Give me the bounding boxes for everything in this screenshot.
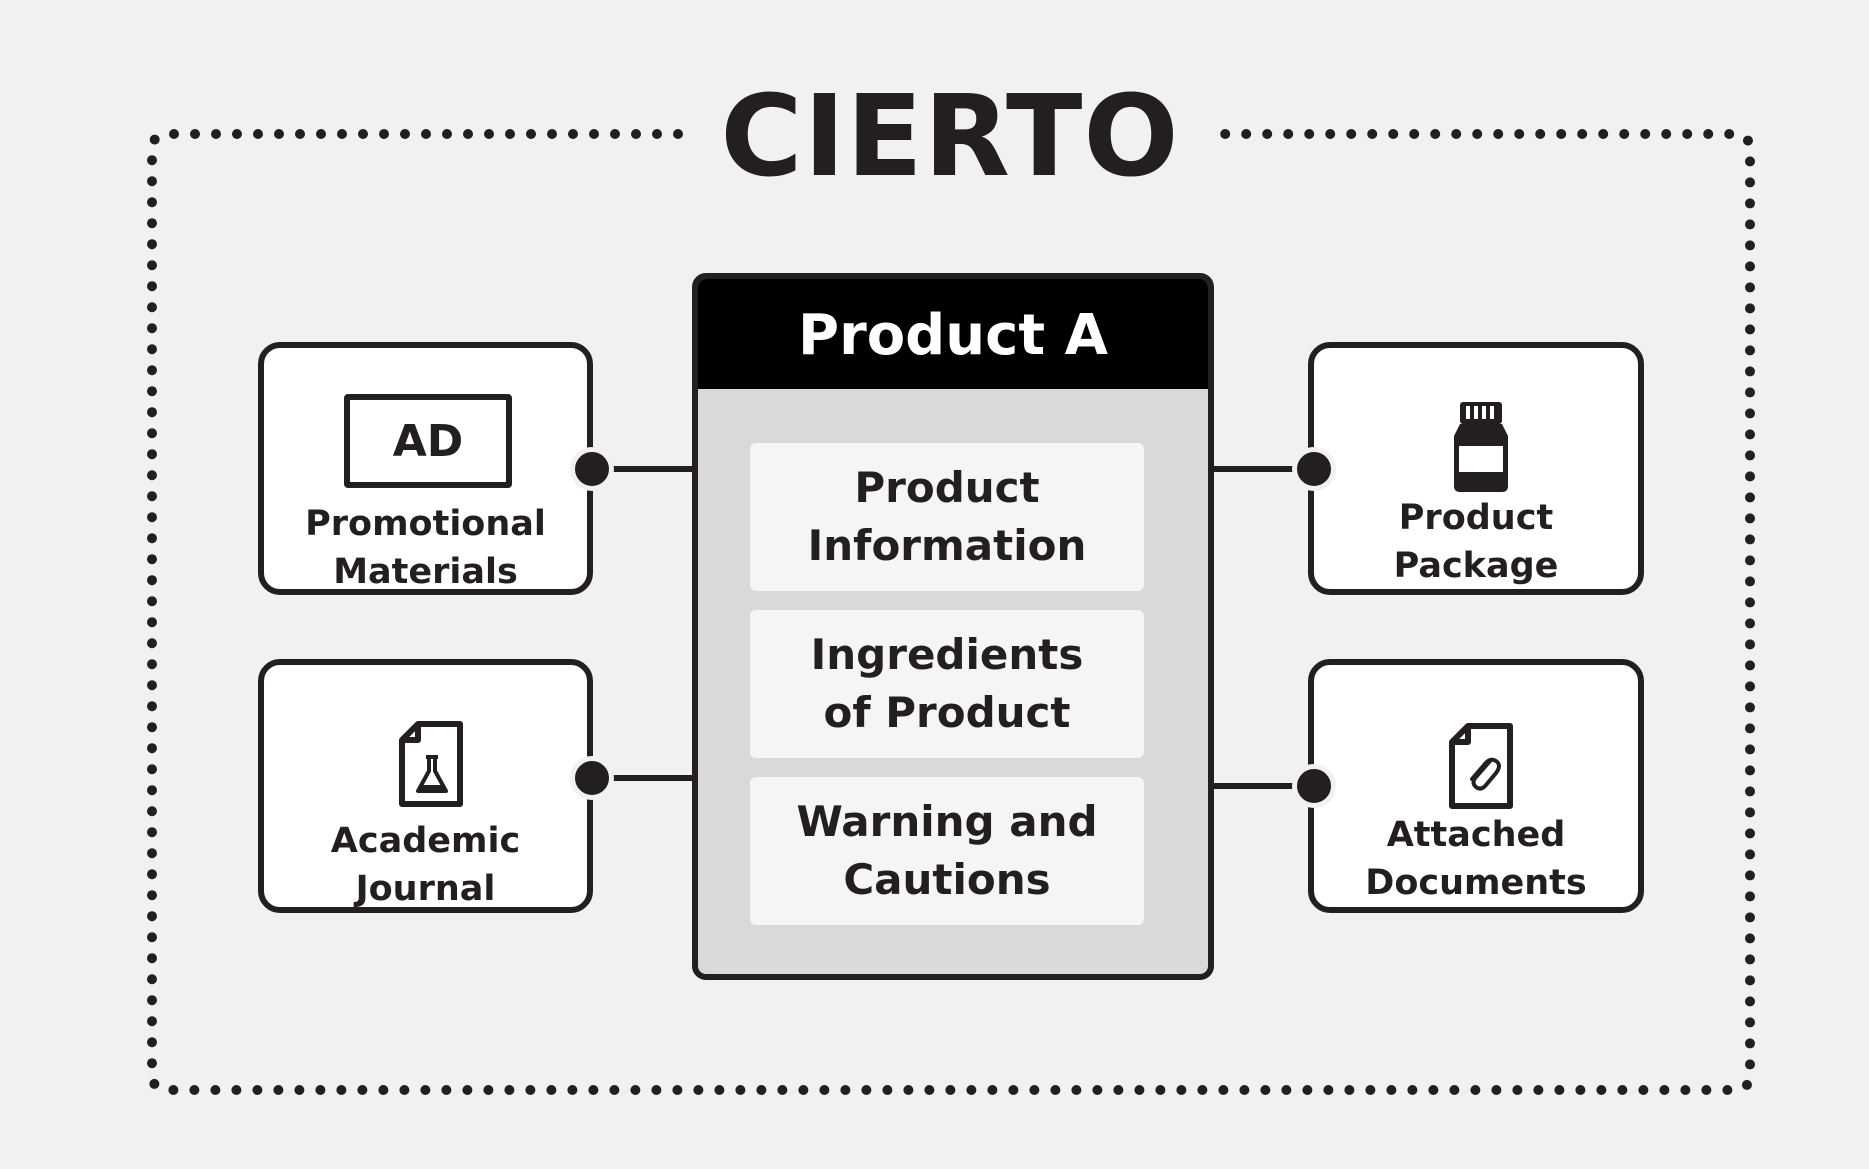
medicine-bottle-icon	[1454, 402, 1508, 492]
connector-dot-package	[1292, 447, 1336, 491]
card-label-attached: Attached Documents	[1365, 815, 1587, 903]
card-academic-journal: Academic Journal	[258, 659, 593, 913]
document-paperclip-icon	[1449, 723, 1513, 809]
connector-dot-journal	[570, 756, 614, 800]
card-promotional-materials: AD Promotional Materials	[258, 342, 593, 595]
ad-badge-text: AD	[392, 416, 464, 467]
section-warnings: Warning and Cautions	[750, 777, 1144, 925]
card-product-package: Product Package	[1308, 342, 1644, 595]
card-label-promotional: Promotional Materials	[305, 504, 546, 592]
connector-package	[1212, 466, 1302, 472]
card-attached-documents: Attached Documents	[1308, 659, 1644, 913]
card-label-package: Product Package	[1393, 498, 1559, 586]
document-flask-icon	[399, 721, 463, 807]
connector-dot-promotional	[570, 447, 614, 491]
connector-journal	[610, 775, 694, 781]
section-ingredients: Ingredients of Product	[750, 610, 1144, 758]
connector-promotional	[610, 466, 694, 472]
product-header: Product A	[698, 279, 1208, 389]
card-label-journal: Academic Journal	[330, 821, 521, 909]
product-panel: Product A Product Information Ingredient…	[692, 273, 1214, 980]
section-product-information: Product Information	[750, 443, 1144, 591]
connector-dot-attached	[1292, 764, 1336, 808]
connector-attached	[1212, 783, 1302, 789]
ad-badge-icon: AD	[344, 394, 512, 488]
page-title: CIERTO	[720, 72, 1180, 202]
